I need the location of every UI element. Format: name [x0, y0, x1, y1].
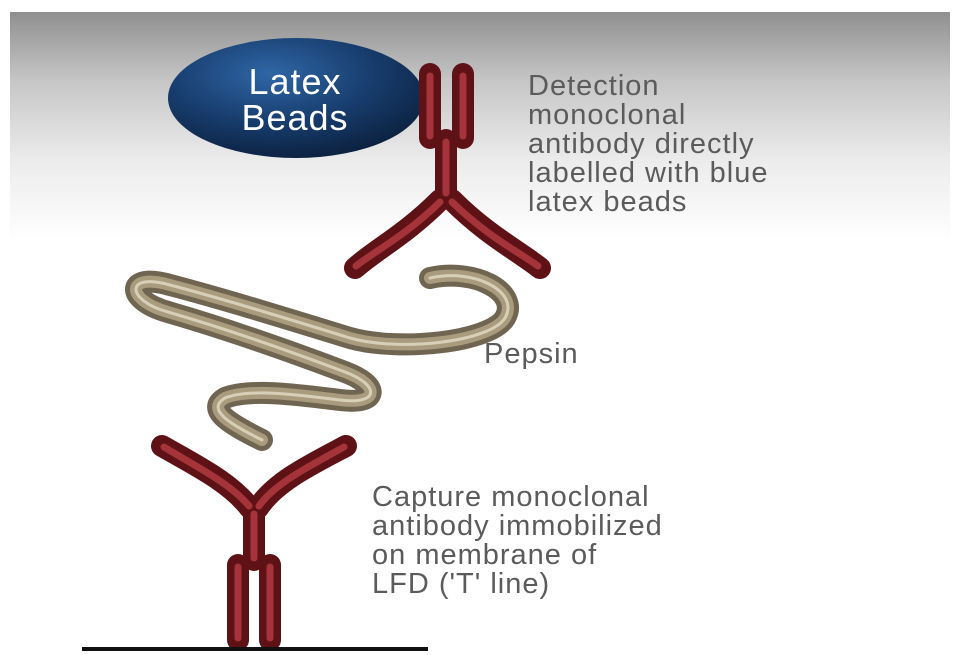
pepsin-chain — [136, 276, 508, 440]
bead-label-line-1: Latex — [185, 64, 405, 100]
detection-label-line: labelled with blue — [528, 159, 768, 188]
bead-label: Latex Beads — [185, 64, 405, 136]
capture-label-line: on membrane of — [372, 541, 663, 570]
bead-label-line-2: Beads — [185, 100, 405, 136]
detection-label-line: Detection — [528, 72, 768, 101]
detection-antibody-label: Detection monoclonal antibody directly l… — [528, 72, 768, 217]
capture-antibody — [162, 446, 346, 640]
capture-label-line: Capture monoclonal — [372, 483, 663, 512]
detection-label-line: latex beads — [528, 188, 768, 217]
detection-label-line: antibody directly — [528, 130, 768, 159]
capture-label-line: LFD ('T' line) — [372, 570, 663, 599]
capture-label-line: antibody immobilized — [372, 512, 663, 541]
detection-label-line: monoclonal — [528, 101, 768, 130]
capture-antibody-label: Capture monoclonal antibody immobilized … — [372, 483, 663, 599]
pepsin-label: Pepsin — [484, 340, 579, 369]
